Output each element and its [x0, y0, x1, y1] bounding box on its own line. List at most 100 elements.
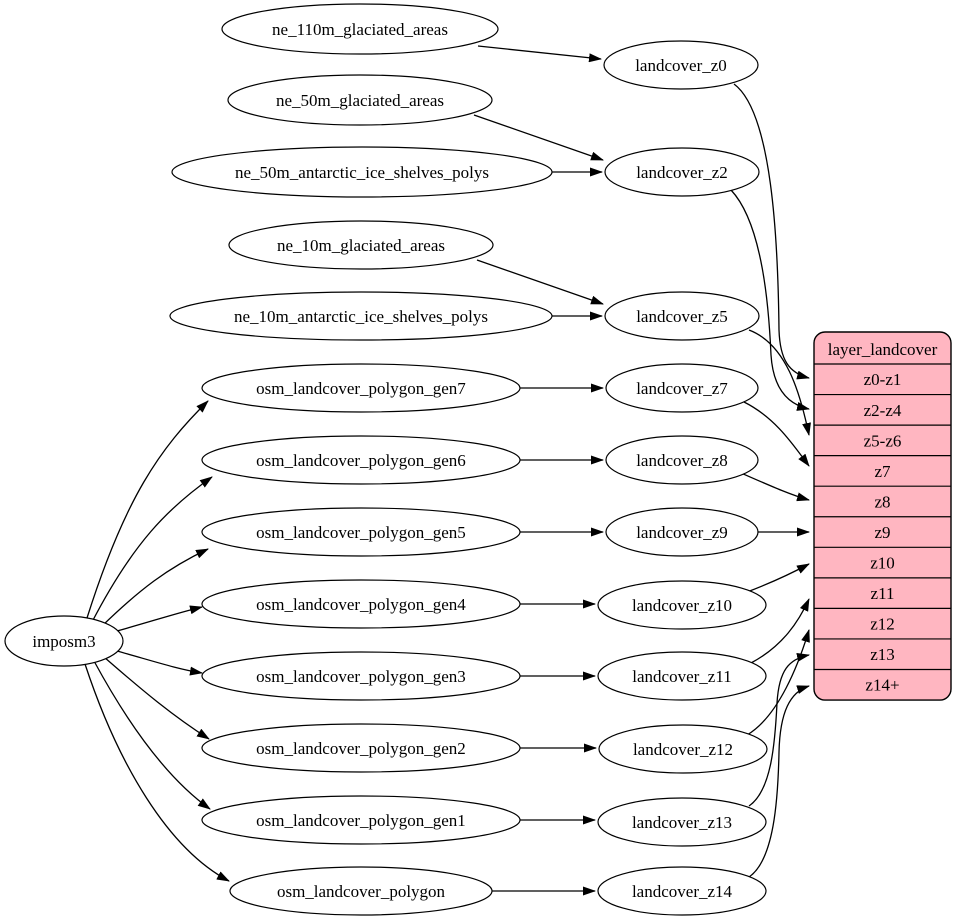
node-landcover_z8-label: landcover_z8	[636, 451, 728, 470]
edge-landcover_z7-to-layer_landcover.z7	[743, 401, 810, 467]
node-osm_landcover_polygon_gen2-shape	[201, 723, 521, 773]
node-ne_10m_antarctic_ice_shelves_polys-shape	[169, 291, 553, 341]
node-ne_110m_glaciated_areas-shape	[221, 3, 499, 55]
node-osm_landcover_polygon_gen5-shape	[201, 507, 521, 557]
node-osm_landcover_polygon_gen4-label: osm_landcover_polygon_gen4	[256, 595, 466, 614]
node-landcover_z7-label: landcover_z7	[636, 379, 728, 398]
node-landcover_z13-label: landcover_z13	[632, 813, 732, 832]
node-imposm3: imposm3	[4, 615, 124, 667]
node-osm_landcover_polygon_gen2: osm_landcover_polygon_gen2	[201, 723, 521, 773]
node-osm_landcover_polygon_gen3-shape	[201, 651, 521, 701]
table-row-z10: z10	[870, 554, 895, 573]
node-imposm3-label: imposm3	[32, 632, 95, 651]
node-osm_landcover_polygon_gen7-label: osm_landcover_polygon_gen7	[256, 379, 466, 398]
edge-landcover_z11-to-layer_landcover.z11	[750, 598, 810, 664]
node-landcover_z5-shape	[604, 291, 760, 341]
table-title: layer_landcover	[828, 340, 938, 359]
node-osm_landcover_polygon_gen7-shape	[201, 363, 521, 413]
node-landcover_z12-shape	[598, 724, 768, 774]
node-ne_50m_antarctic_ice_shelves_polys-shape	[171, 146, 553, 198]
node-osm_landcover_polygon-label: osm_landcover_polygon	[277, 882, 446, 901]
node-landcover_z11-label: landcover_z11	[632, 667, 731, 686]
edges-layer	[84, 45, 811, 896]
node-landcover_z8: landcover_z8	[605, 435, 759, 485]
node-landcover_z2: landcover_z2	[604, 147, 760, 197]
node-imposm3-shape	[4, 615, 124, 667]
node-ne_10m_glaciated_areas-shape	[228, 220, 494, 270]
edge-landcover_z14-to-layer_landcover.z14+	[748, 685, 810, 878]
edge-landcover_z0-to-layer_landcover.z0-z1	[733, 83, 810, 380]
node-ne_50m_glaciated_areas: ne_50m_glaciated_areas	[227, 74, 493, 126]
node-landcover_z10-label: landcover_z10	[632, 596, 732, 615]
node-osm_landcover_polygon_gen7: osm_landcover_polygon_gen7	[201, 363, 521, 413]
node-ne_50m_antarctic_ice_shelves_polys: ne_50m_antarctic_ice_shelves_polys	[171, 146, 553, 198]
node-ne_50m_antarctic_ice_shelves_polys-label: ne_50m_antarctic_ice_shelves_polys	[235, 163, 489, 182]
table-row-z12: z12	[870, 615, 895, 634]
edge-ne_50m_glaciated_areas-to-landcover_z2	[473, 114, 604, 161]
node-landcover_z0: landcover_z0	[603, 40, 759, 90]
table-row-z2-z4: z2-z4	[864, 401, 902, 420]
edge-landcover_z8-to-layer_landcover.z8	[740, 472, 810, 502]
table-row-z14+: z14+	[865, 676, 899, 695]
table-row-z13: z13	[870, 645, 895, 664]
node-osm_landcover_polygon_gen1-shape	[201, 795, 521, 845]
node-landcover_z9-label: landcover_z9	[636, 523, 728, 542]
node-landcover_z7: landcover_z7	[605, 363, 759, 413]
edge-landcover_z10-to-layer_landcover.z10	[746, 563, 810, 593]
node-landcover_z2-label: landcover_z2	[636, 163, 728, 182]
node-landcover_z8-shape	[605, 435, 759, 485]
node-landcover_z12-label: landcover_z12	[633, 740, 733, 759]
edge-imposm3-to-osm_landcover_polygon_gen3	[116, 650, 203, 676]
node-landcover_z0-shape	[603, 40, 759, 90]
node-ne_110m_glaciated_areas-label: ne_110m_glaciated_areas	[272, 20, 448, 39]
node-landcover_z14-shape	[597, 866, 767, 916]
node-landcover_z9: landcover_z9	[605, 507, 759, 557]
node-landcover_z11-shape	[597, 651, 767, 701]
edge-imposm3-to-osm_landcover_polygon_gen5	[100, 548, 209, 628]
node-osm_landcover_polygon_gen6-label: osm_landcover_polygon_gen6	[256, 451, 466, 470]
node-ne_10m_antarctic_ice_shelves_polys-label: ne_10m_antarctic_ice_shelves_polys	[234, 307, 488, 326]
edge-landcover_z2-to-layer_landcover.z2-z4	[730, 189, 810, 411]
node-ne_10m_glaciated_areas-label: ne_10m_glaciated_areas	[277, 236, 445, 255]
node-osm_landcover_polygon_gen3-label: osm_landcover_polygon_gen3	[256, 667, 466, 686]
edge-imposm3-to-osm_landcover_polygon	[84, 663, 230, 882]
node-ne_50m_glaciated_areas-shape	[227, 74, 493, 126]
edge-ne_10m_glaciated_areas-to-landcover_z5	[476, 259, 604, 305]
edge-ne_110m_glaciated_areas-to-landcover_z0	[477, 45, 602, 63]
node-landcover_z5-label: landcover_z5	[636, 307, 728, 326]
node-landcover_z11: landcover_z11	[597, 651, 767, 701]
node-landcover_z12: landcover_z12	[598, 724, 768, 774]
table-row-z7: z7	[874, 462, 891, 481]
node-landcover_z0-label: landcover_z0	[635, 56, 727, 75]
node-landcover_z14-label: landcover_z14	[632, 882, 733, 901]
edge-imposm3-to-osm_landcover_polygon_gen4	[116, 605, 203, 632]
node-osm_landcover_polygon_gen4: osm_landcover_polygon_gen4	[201, 579, 521, 629]
node-landcover_z14: landcover_z14	[597, 866, 767, 916]
node-osm_landcover_polygon_gen1: osm_landcover_polygon_gen1	[201, 795, 521, 845]
nodes-layer: ne_110m_glaciated_areas landcover_z0 ne_50…	[4, 3, 768, 916]
node-landcover_z7-shape	[605, 363, 759, 413]
edge-imposm3-to-osm_landcover_polygon_gen6	[91, 476, 213, 623]
node-ne_10m_glaciated_areas: ne_10m_glaciated_areas	[228, 220, 494, 270]
node-landcover_z10: landcover_z10	[597, 580, 767, 630]
node-landcover_z9-shape	[605, 507, 759, 557]
edge-landcover_z13-to-layer_landcover.z13	[748, 652, 810, 807]
node-osm_landcover_polygon-shape	[229, 866, 493, 916]
node-landcover_z13: landcover_z13	[597, 797, 767, 847]
edge-imposm3-to-osm_landcover_polygon_gen1	[93, 660, 211, 810]
node-landcover_z5: landcover_z5	[604, 291, 760, 341]
node-landcover_z10-shape	[597, 580, 767, 630]
node-osm_landcover_polygon_gen5: osm_landcover_polygon_gen5	[201, 507, 521, 557]
table-layer: layer_landcoverz0-z1z2-z4z5-z6z7z8z9z10z…	[813, 331, 952, 701]
node-osm_landcover_polygon_gen1-label: osm_landcover_polygon_gen1	[256, 811, 466, 830]
node-osm_landcover_polygon_gen6: osm_landcover_polygon_gen6	[201, 435, 521, 485]
edge-imposm3-to-osm_landcover_polygon_gen7	[86, 400, 209, 619]
node-osm_landcover_polygon_gen2-label: osm_landcover_polygon_gen2	[256, 739, 466, 758]
node-osm_landcover_polygon: osm_landcover_polygon	[229, 866, 493, 916]
table-row-z11: z11	[871, 584, 895, 603]
node-ne_50m_glaciated_areas-label: ne_50m_glaciated_areas	[276, 91, 444, 110]
node-ne_10m_antarctic_ice_shelves_polys: ne_10m_antarctic_ice_shelves_polys	[169, 291, 553, 341]
node-landcover_z13-shape	[597, 797, 767, 847]
